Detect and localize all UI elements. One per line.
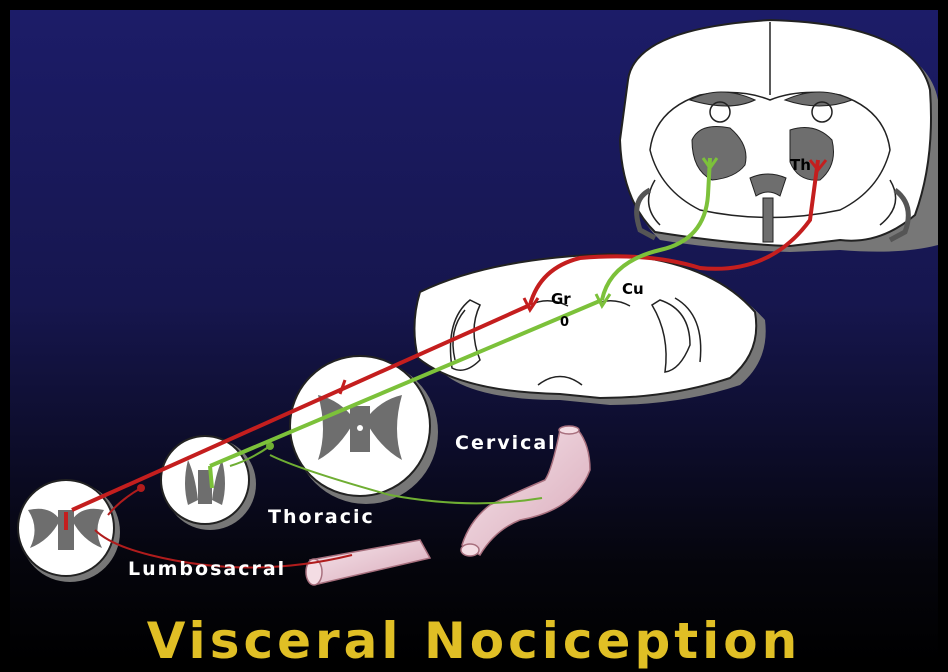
page-title: Visceral Nociception <box>0 612 948 670</box>
forebrain-section <box>620 20 938 252</box>
label-thoracic: Thoracic <box>268 506 375 528</box>
label-cervical: Cervical <box>455 432 557 454</box>
label-thalamus: Th <box>790 156 811 174</box>
label-lumbosacral: Lumbosacral <box>128 558 286 580</box>
label-gracile: Gr <box>551 290 571 308</box>
label-cuneate: Cu <box>622 280 644 298</box>
label-obex: 0 <box>560 315 569 330</box>
